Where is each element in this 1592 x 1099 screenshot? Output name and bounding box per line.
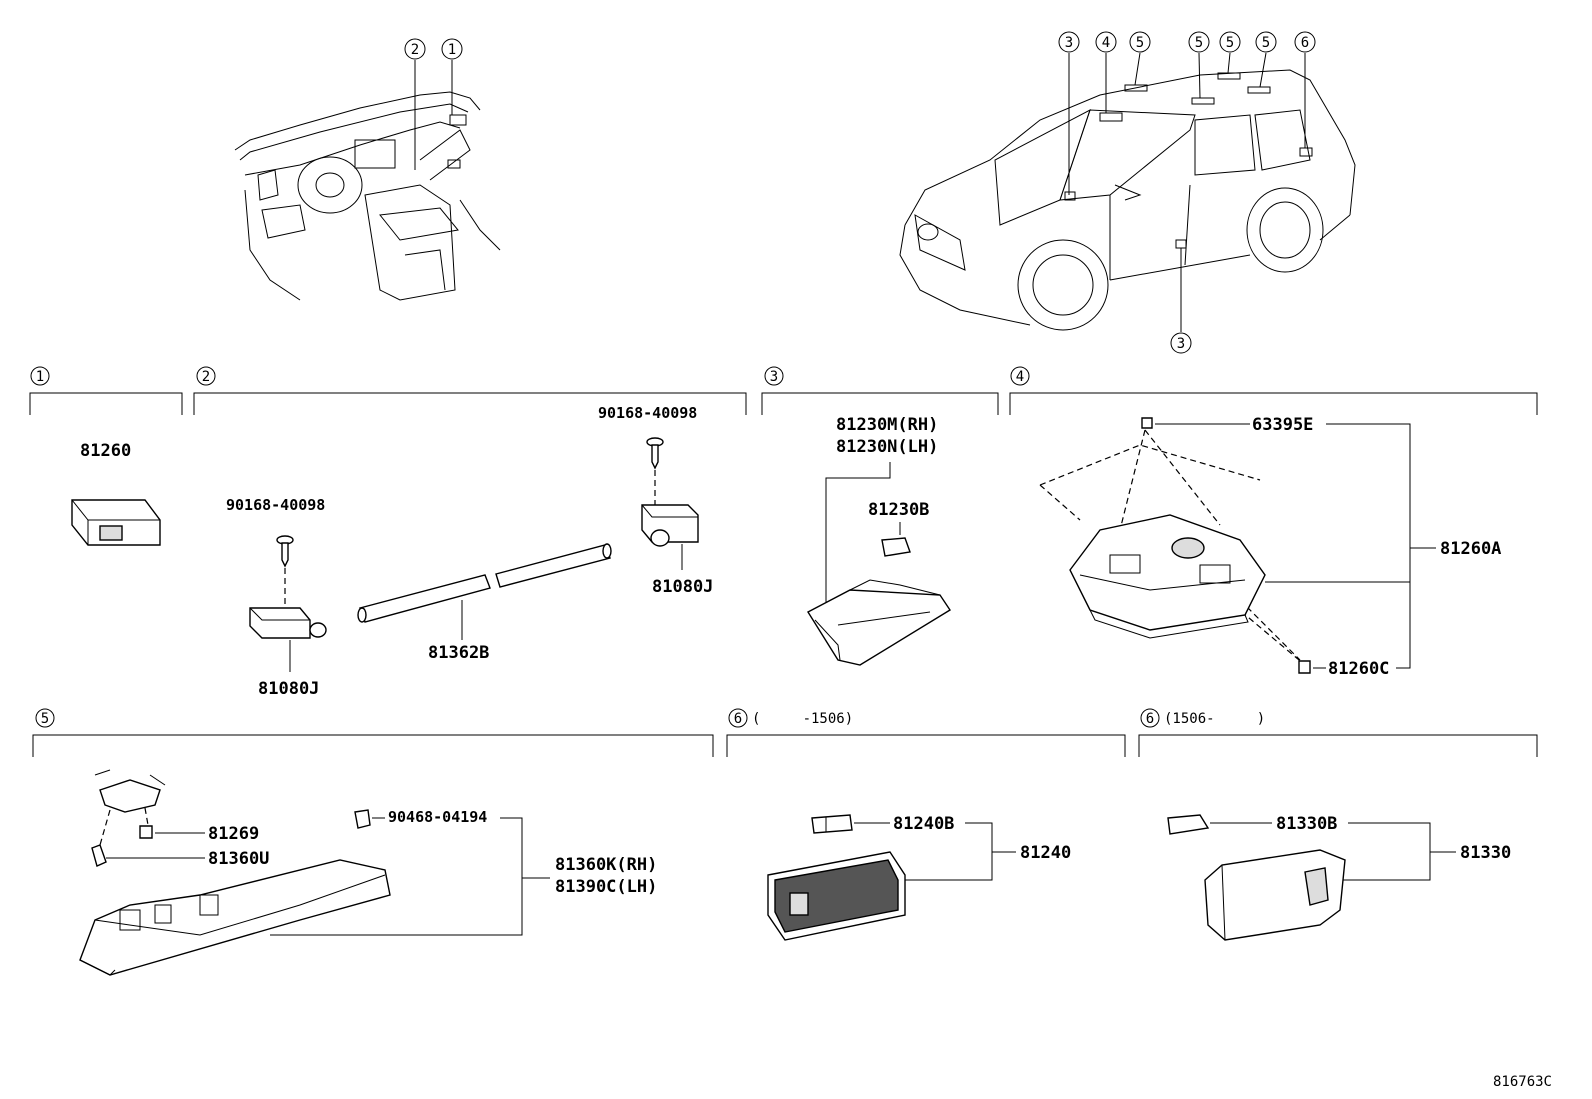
label-81230N: 81230N(LH) [836,437,938,457]
socket-assembly [94,769,166,813]
clip-81260C [1298,660,1311,674]
dashboard-callout-1: 1 [441,38,463,60]
screw-90168-a [276,535,294,568]
section-3-header: 3 [761,366,999,415]
label-81260C: 81260C [1328,659,1389,679]
svg-text:6: 6 [1146,711,1154,727]
vehicle-callout-3-bottom: 3 [1170,332,1192,354]
svg-text:6: 6 [734,711,742,727]
label-81360U: 81360U [208,849,269,869]
bulb-81230B [881,537,911,557]
vehicle-illustration [899,52,1356,332]
label-81390C: 81390C(LH) [555,877,657,897]
section-6a-header: 6 ( -1506) [726,708,1126,757]
svg-text:1: 1 [36,369,44,385]
connector-81080J-a [249,607,327,639]
svg-text:4: 4 [1016,369,1024,385]
vehicle-callout-5-a: 5 [1129,31,1151,53]
svg-text:5: 5 [1226,35,1234,51]
label-81330: 81330 [1460,843,1511,863]
bulb-81360U [91,844,107,867]
part-81260-switch [71,499,161,546]
svg-text:5: 5 [1195,35,1203,51]
svg-text:( -1506): ( -1506) [752,711,853,727]
section-4-header: 4 [1009,366,1538,415]
lamp-81330 [1204,849,1346,941]
screw-90168-b [646,437,664,470]
svg-text:3: 3 [1177,336,1185,352]
dashboard-callout-2: 2 [404,38,426,60]
connector-81080J-b [641,504,699,547]
label-81240: 81240 [1020,843,1071,863]
svg-text:2: 2 [411,42,419,58]
label-81080J-a: 81080J [258,679,319,699]
label-81230M: 81230M(RH) [836,415,938,435]
vehicle-callout-5-c: 5 [1219,31,1241,53]
label-81080J-b: 81080J [652,577,713,597]
label-81240B: 81240B [893,814,954,834]
clip-90468 [354,809,371,829]
svg-text:(1506- ): (1506- ) [1164,711,1265,727]
svg-text:5: 5 [1262,35,1270,51]
vehicle-callout-5-b: 5 [1188,31,1210,53]
section-2-header: 2 [193,366,747,415]
section-5-header: 5 [32,708,714,757]
label-81269: 81269 [208,824,259,844]
bulb-81240B [811,814,853,834]
courtesy-lamp-81230 [807,579,951,666]
label-81330B: 81330B [1276,814,1337,834]
label-90168-40098-a: 90168-40098 [226,496,325,514]
dashboard-illustration [234,60,501,301]
label-81362B: 81362B [428,643,489,663]
clip-81269 [139,825,153,839]
svg-text:5: 5 [41,711,49,727]
label-81360K: 81360K(RH) [555,855,657,875]
svg-text:3: 3 [770,369,778,385]
vehicle-callout-4: 4 [1095,31,1117,53]
bulb-81330B [1167,814,1210,835]
vehicle-callout-3-top: 3 [1058,31,1080,53]
section-6b-header: 6 (1506- ) [1138,708,1538,757]
tube-81362B-left [357,574,491,623]
map-lamp-81260A [1069,514,1266,639]
label-90168-40098-b: 90168-40098 [598,404,697,422]
lamp-81240 [767,851,906,941]
svg-text:1: 1 [448,42,456,58]
label-81230B: 81230B [868,500,929,520]
vanity-lamp-assembly [79,859,391,976]
clip-63395E [1141,417,1153,429]
section-1-header: 1 [29,366,183,415]
vehicle-callout-6: 6 [1294,31,1316,53]
label-81260A: 81260A [1440,539,1501,559]
tube-81362B-right [495,543,612,588]
svg-text:4: 4 [1102,35,1110,51]
label-90468-04194: 90468-04194 [388,808,487,826]
svg-text:3: 3 [1065,35,1073,51]
svg-text:5: 5 [1136,35,1144,51]
svg-text:6: 6 [1301,35,1309,51]
diagram-reference: 816763C [1493,1074,1552,1090]
svg-text:2: 2 [202,369,210,385]
label-63395E: 63395E [1252,415,1313,435]
vehicle-callout-5-d: 5 [1255,31,1277,53]
label-81260: 81260 [80,441,131,461]
